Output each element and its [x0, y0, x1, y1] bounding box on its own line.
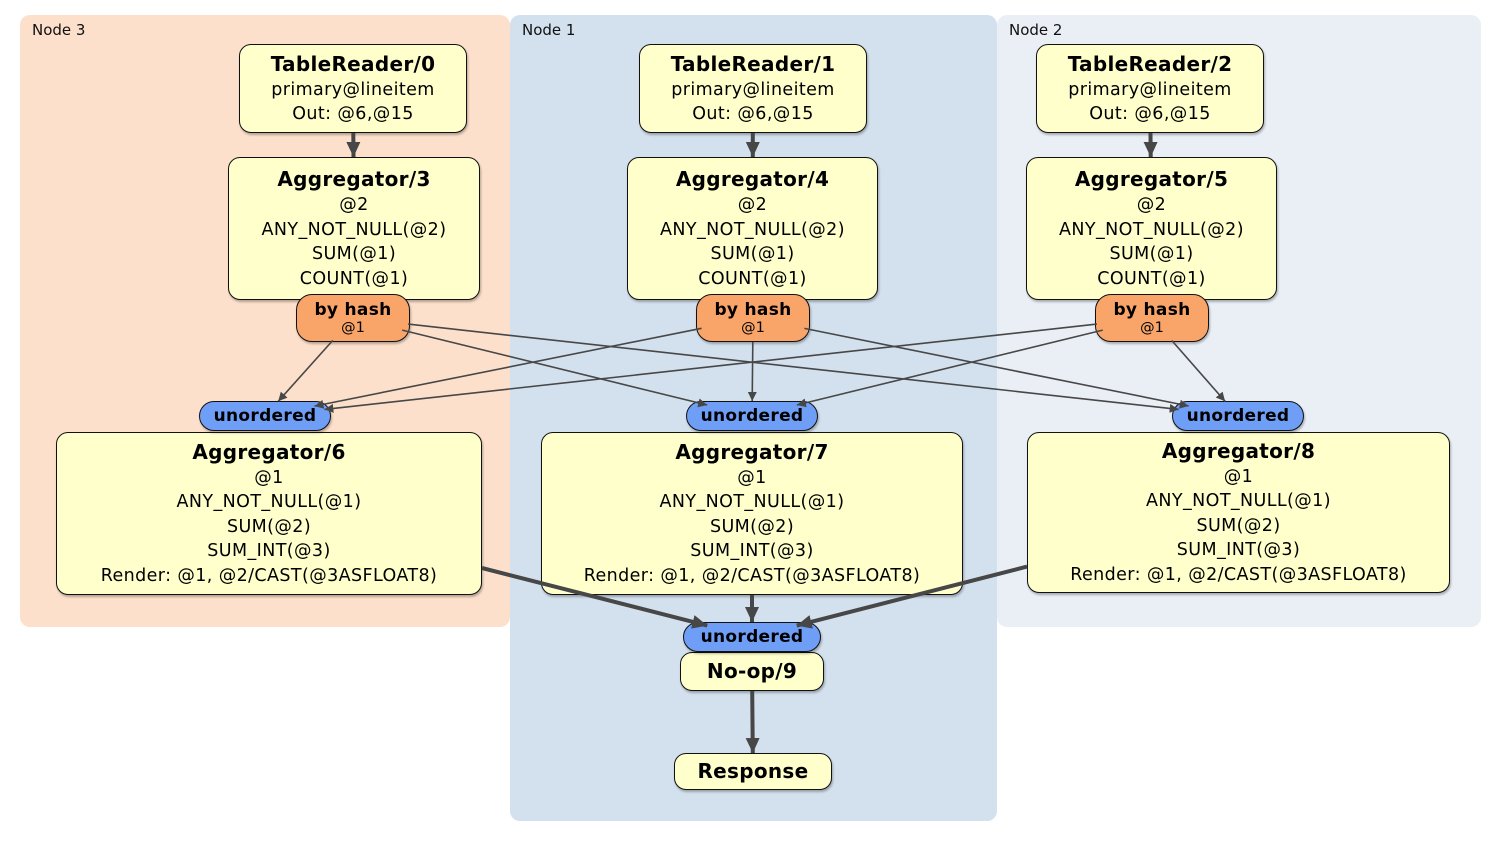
- node-detail-line: @1: [1223, 466, 1254, 487]
- stream-unordered-node1: unordered: [686, 401, 818, 431]
- node-title: TableReader/0: [270, 51, 436, 76]
- node-title: Aggregator/6: [192, 439, 346, 464]
- plan-node-response: Response: [674, 753, 832, 790]
- node-title: by hash: [314, 299, 392, 320]
- node-title: Aggregator/7: [675, 439, 829, 464]
- router-by-hash-node2: by hash@1: [1095, 294, 1209, 342]
- node-detail-line: SUM(@1): [311, 244, 397, 264]
- node-title: Response: [697, 759, 809, 783]
- node-title: by hash: [714, 299, 792, 320]
- node-detail-line: SUM(@2): [1196, 515, 1281, 536]
- node-title: TableReader/2: [1067, 51, 1233, 76]
- node-title: unordered: [1186, 406, 1290, 426]
- node-title: unordered: [700, 406, 804, 426]
- node-detail-line: ANY_NOT_NULL(@1): [176, 492, 362, 513]
- node-detail-line: ANY_NOT_NULL(@2): [660, 219, 845, 240]
- node-title: by hash: [1113, 299, 1191, 320]
- stream-unordered-node3: unordered: [199, 401, 331, 431]
- node-detail-line: Out: @6,@15: [292, 104, 414, 124]
- node-detail-line: Render: @1, @2/CAST(@3ASFLOAT8): [1070, 564, 1407, 585]
- node-detail-line: Out: @6,@15: [1089, 104, 1211, 124]
- router-by-hash-node1: by hash@1: [696, 294, 810, 342]
- region-label: Node 2: [1009, 21, 1063, 39]
- node-detail-line: SUM_INT(@3): [207, 541, 331, 562]
- region-label: Node 1: [522, 21, 576, 39]
- node-detail-line: primary@lineitem: [671, 79, 835, 100]
- node-detail-line: ANY_NOT_NULL(@2): [1059, 219, 1244, 240]
- node-detail-line: @1: [341, 319, 365, 336]
- node-detail-line: SUM(@2): [226, 516, 312, 537]
- node-detail-line: COUNT(@1): [698, 268, 807, 289]
- node-detail-line: @2: [339, 195, 369, 215]
- node-detail-line: Out: @6,@15: [692, 104, 814, 124]
- node-detail-line: Render: @1, @2/CAST(@3ASFLOAT8): [100, 565, 438, 586]
- node-detail-line: SUM_INT(@3): [690, 541, 814, 562]
- router-by-hash-node3: by hash@1: [296, 294, 410, 342]
- node-detail-line: COUNT(@1): [299, 268, 409, 289]
- node-detail-line: @1: [254, 467, 284, 488]
- node-detail-line: @2: [1136, 195, 1167, 215]
- node-detail-line: ANY_NOT_NULL(@1): [1146, 491, 1331, 512]
- node-detail-line: SUM(@1): [710, 244, 795, 264]
- node-detail-line: primary@lineitem: [1068, 79, 1232, 100]
- node-detail-line: ANY_NOT_NULL(@2): [261, 219, 447, 240]
- node-detail-line: SUM(@2): [709, 516, 795, 537]
- node-detail-line: @1: [737, 467, 767, 488]
- node-detail-line: primary@lineitem: [271, 79, 435, 100]
- stream-unordered-node2: unordered: [1172, 401, 1304, 431]
- node-title: unordered: [213, 406, 317, 426]
- node-title: TableReader/1: [670, 51, 836, 76]
- node-detail-line: @2: [737, 195, 768, 215]
- node-title: Aggregator/5: [1074, 167, 1229, 191]
- node-detail-line: @1: [741, 319, 765, 336]
- node-detail-line: COUNT(@1): [1097, 268, 1206, 289]
- node-detail-line: @1: [1140, 319, 1164, 336]
- node-title: Aggregator/8: [1161, 438, 1316, 463]
- plan-node-no-op-9: No-op/9: [680, 652, 824, 691]
- stream-unordered-gateway: unordered: [683, 622, 821, 652]
- region-label: Node 3: [32, 21, 86, 39]
- node-detail-line: SUM(@1): [1109, 244, 1194, 264]
- node-title: Aggregator/4: [675, 167, 830, 191]
- node-detail-line: SUM_INT(@3): [1176, 540, 1301, 561]
- node-title: No-op/9: [706, 659, 798, 683]
- node-detail-line: Render: @1, @2/CAST(@3ASFLOAT8): [583, 565, 921, 586]
- node-title: Aggregator/3: [277, 167, 431, 191]
- node-title: unordered: [700, 627, 804, 647]
- node-detail-line: ANY_NOT_NULL(@1): [659, 492, 845, 513]
